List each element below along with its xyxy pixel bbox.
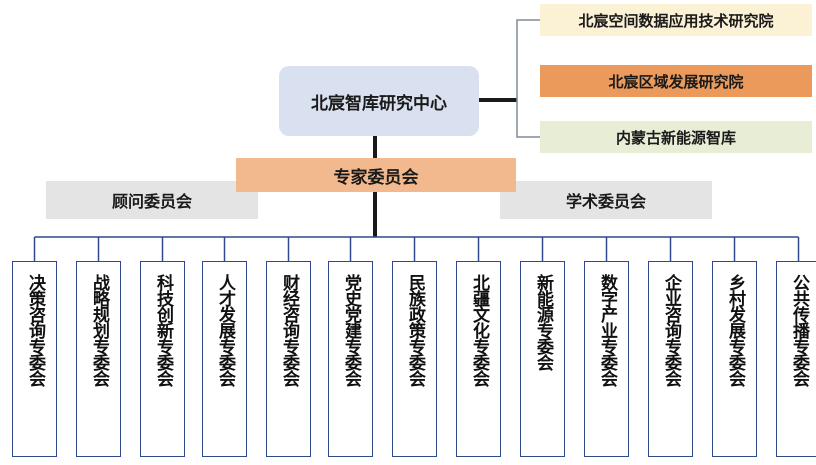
sub-committee-box: 民族政策专委会 <box>392 261 437 457</box>
academic-committee-label: 学术委员会 <box>565 192 646 211</box>
sub-committee-label: 数字产业专委会 <box>597 274 617 386</box>
advisory-committee-label: 顾问委员会 <box>111 192 192 211</box>
institutes-bracket <box>516 19 540 138</box>
expert-committee-label: 专家委员会 <box>333 167 419 188</box>
institute-label: 北宸区域发展研究院 <box>608 72 744 91</box>
sub-committee-box: 乡村发展专委会 <box>712 261 757 457</box>
sub-committee-label: 公共传播专委会 <box>789 274 809 386</box>
sub-committee-label: 新能源专委会 <box>533 274 553 370</box>
sub-committee-box: 新能源专委会 <box>520 261 565 457</box>
institute-label: 内蒙古新能源智库 <box>615 128 736 147</box>
sub-committee-label: 乡村发展专委会 <box>725 274 745 386</box>
center-box: 北宸智库研究中心 <box>279 66 479 136</box>
sub-committee-label: 民族政策专委会 <box>405 274 425 386</box>
sub-committee-box: 数字产业专委会 <box>584 261 629 457</box>
sub-committee-box: 公共传播专委会 <box>776 261 816 457</box>
sub-committee-label: 党史党建专委会 <box>341 274 361 386</box>
sub-committee-box: 北疆文化专委会 <box>456 261 501 457</box>
institute-box: 内蒙古新能源智库 <box>540 121 812 153</box>
center-label: 北宸智库研究中心 <box>311 93 447 114</box>
expert-committee-box: 专家委员会 <box>236 158 516 192</box>
institute-box: 北宸区域发展研究院 <box>540 65 812 97</box>
sub-committee-label: 北疆文化专委会 <box>469 274 489 386</box>
sub-committee-box: 党史党建专委会 <box>328 261 373 457</box>
sub-committee-label: 财经咨询专委会 <box>279 274 299 386</box>
institute-label: 北宸空间数据应用技术研究院 <box>578 11 774 30</box>
sub-committee-label: 企业咨询专委会 <box>661 274 681 386</box>
sub-committee-box: 财经咨询专委会 <box>266 261 311 457</box>
academic-committee-box: 学术委员会 <box>500 181 712 219</box>
sub-committee-box: 战略规划专委会 <box>76 261 121 457</box>
sub-committee-label: 决策咨询专委会 <box>25 274 45 386</box>
institute-box: 北宸空间数据应用技术研究院 <box>540 4 812 36</box>
sub-committee-box: 决策咨询专委会 <box>12 261 57 457</box>
sub-committee-label: 人才发展专委会 <box>215 274 235 386</box>
sub-committee-box: 人才发展专委会 <box>202 261 247 457</box>
sub-committee-box: 科技创新专委会 <box>140 261 185 457</box>
sub-committee-box: 企业咨询专委会 <box>648 261 693 457</box>
advisory-committee-box: 顾问委员会 <box>46 181 258 219</box>
sub-committee-label: 科技创新专委会 <box>153 274 173 386</box>
committee-bus <box>33 236 800 261</box>
sub-committee-label: 战略规划专委会 <box>89 274 109 386</box>
